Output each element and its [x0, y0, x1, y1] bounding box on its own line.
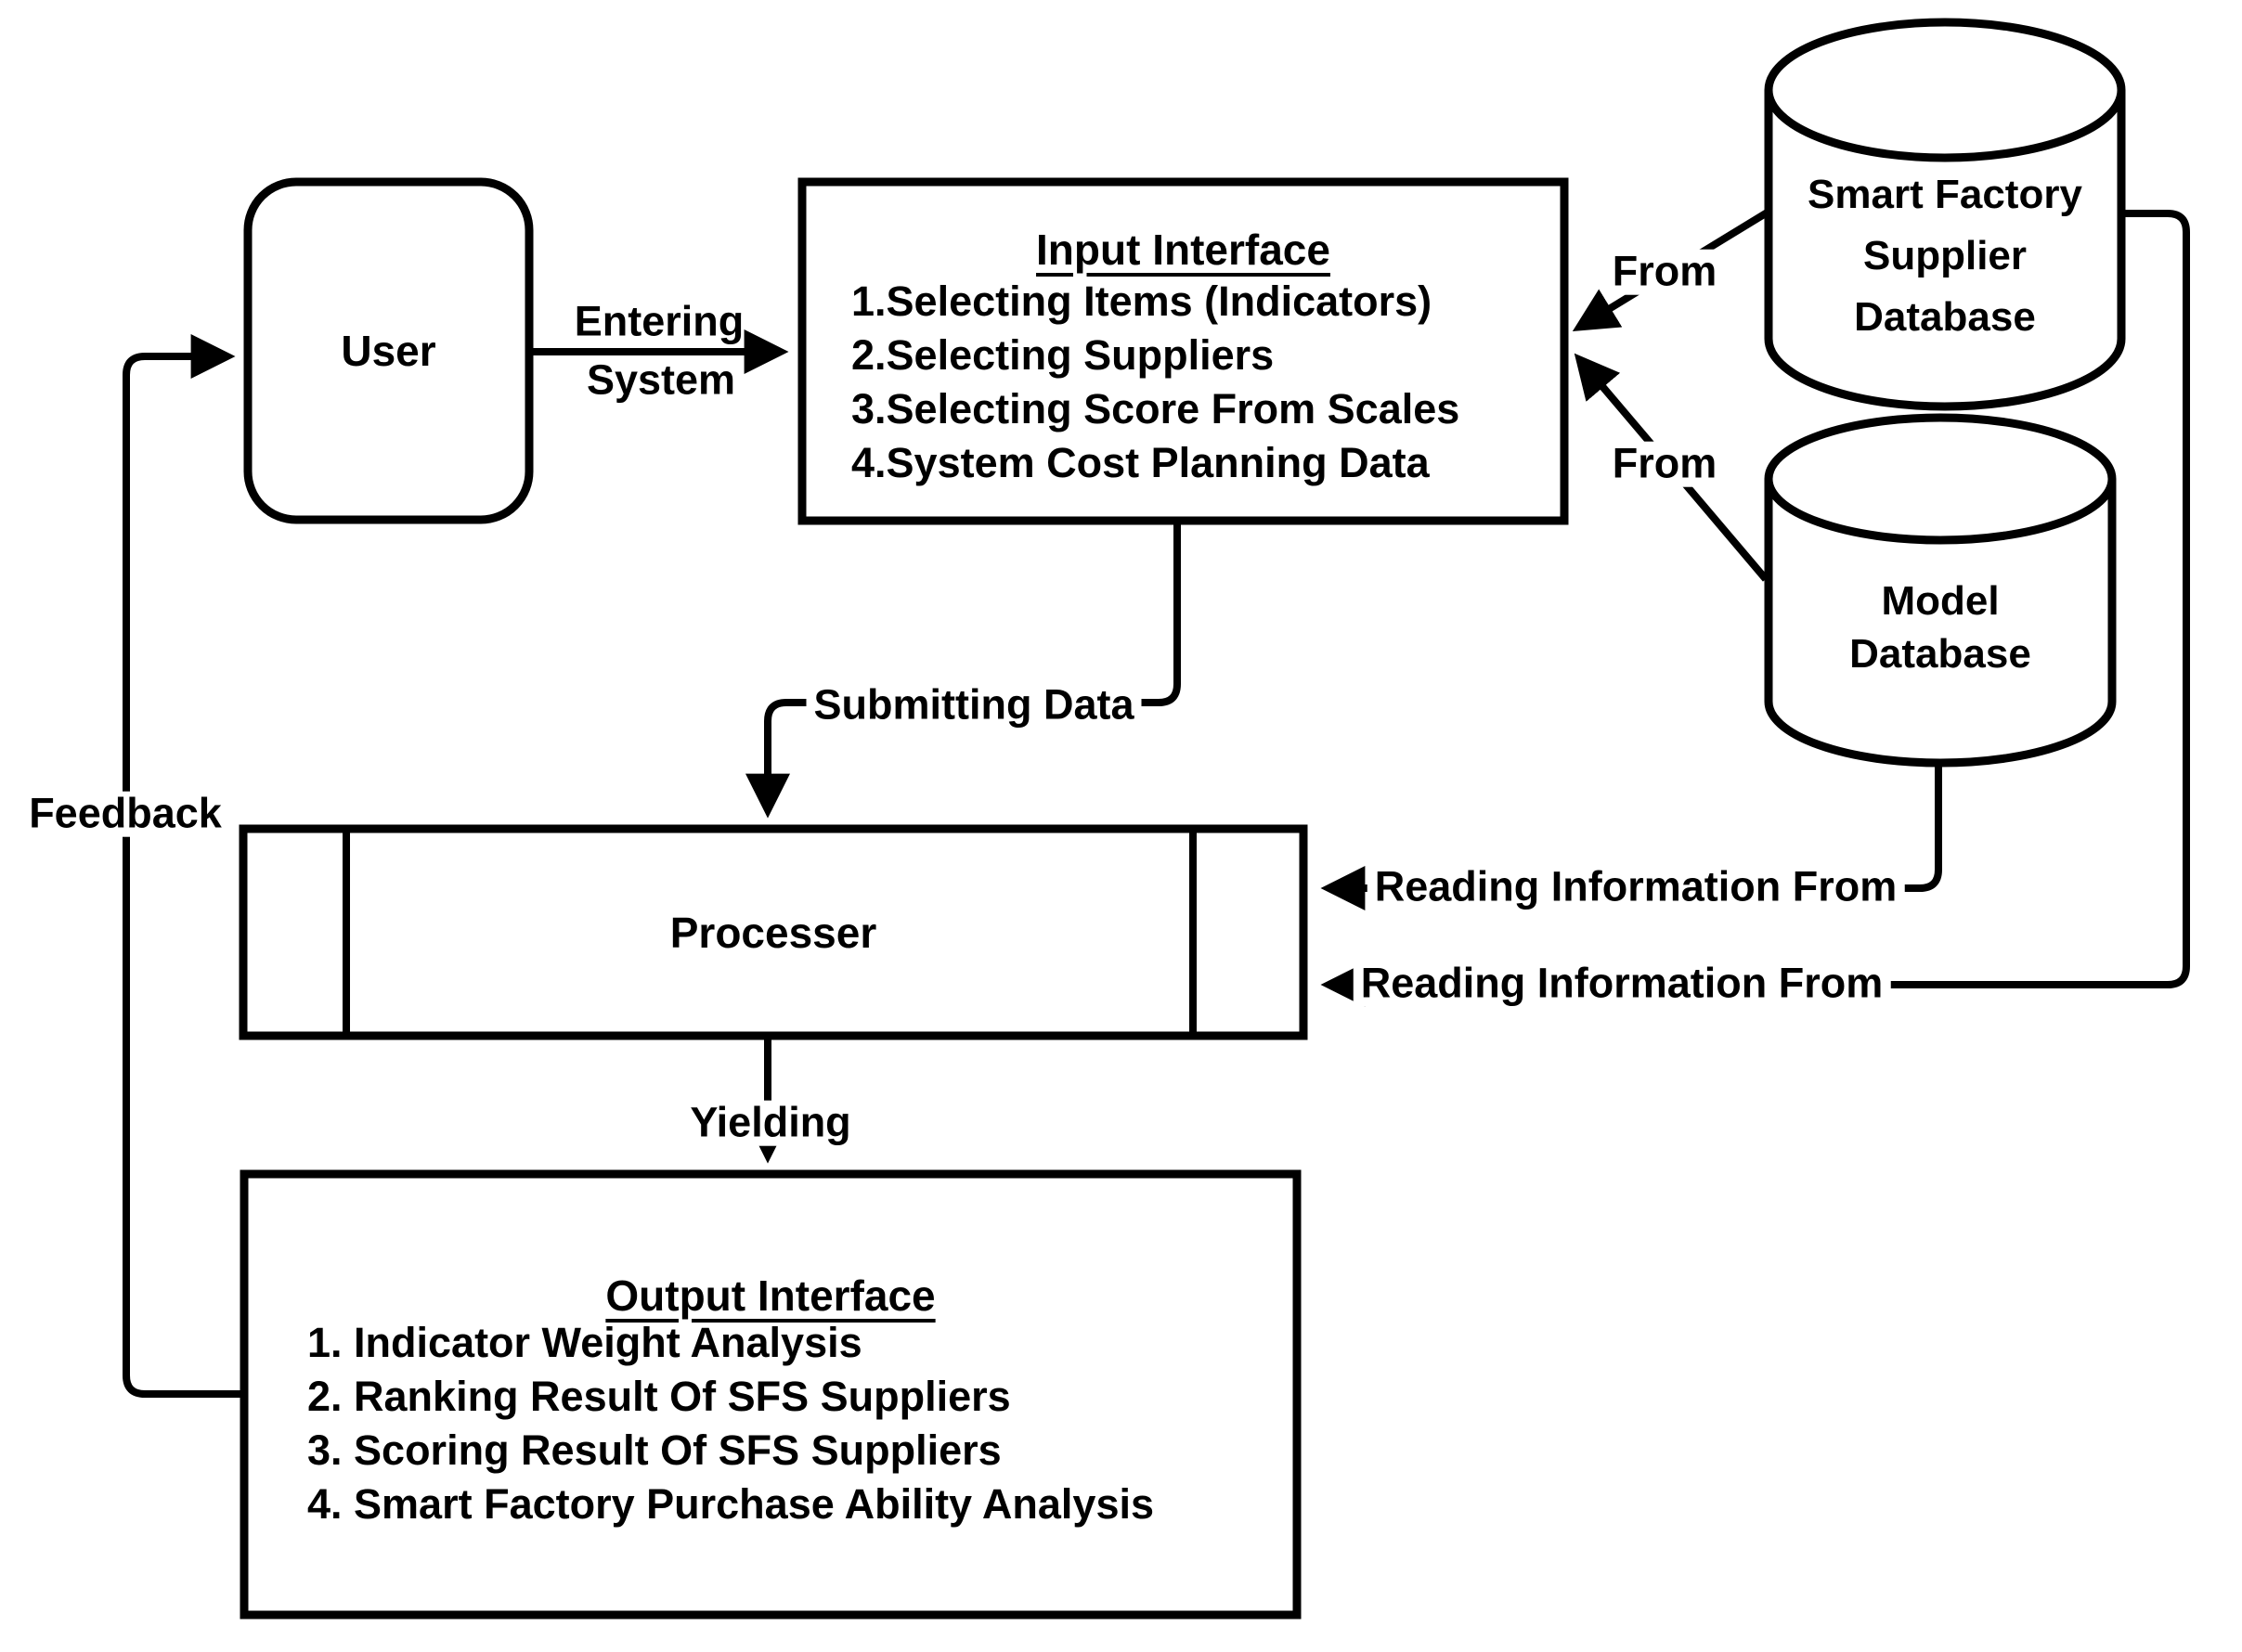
output-interface-item-1: 1. Indicator Weight Analysis — [307, 1319, 862, 1366]
input-interface-title: Input Interface — [1036, 226, 1330, 274]
input-interface-item-2: 2.Selecting Suppliers — [851, 331, 1275, 379]
smart-factory-db-label-line2: Supplier — [1862, 233, 2028, 278]
from-model-db-label: From — [1604, 441, 1725, 487]
model-db-label-line1: Model — [1881, 578, 2000, 624]
submitting-data-connector-line — [745, 524, 1181, 819]
user-node-label: User — [341, 327, 436, 375]
feedback-connector-line — [123, 334, 244, 1398]
processer-node-label: Processer — [669, 908, 877, 957]
output-interface-node-shape — [240, 1169, 1302, 1620]
from-smart-factory-db-label: From — [1604, 249, 1725, 295]
reading-info-model-db-label: Reading Information From — [1367, 864, 1905, 910]
processer-node-shape — [239, 824, 1308, 1040]
entering-system-label-line1: Entering — [574, 297, 745, 345]
input-interface-item-list: 1.Selecting Items (Indicators) 2.Selecti… — [851, 275, 1459, 490]
reading-info-sfs-db-connector-line — [1320, 210, 2190, 1007]
user-node-shape — [243, 177, 534, 524]
feedback-label: Feedback — [21, 791, 229, 837]
yielding-label: Yielding — [682, 1100, 859, 1146]
smart-factory-db-cylinder-top — [1764, 18, 2126, 162]
smart-factory-db-label-line1: Smart Factory — [1808, 172, 2082, 217]
input-interface-node-shape — [797, 177, 1569, 525]
reading-info-model-db-connector-line — [1320, 747, 1942, 910]
input-interface-item-1: 1.Selecting Items (Indicators) — [851, 277, 1432, 325]
smart-factory-db-label-line3: Database — [1854, 294, 2036, 340]
entering-system-label-line2: System — [586, 355, 736, 404]
model-db-cylinder-top — [1764, 413, 2117, 545]
smart-factory-db-label: Smart Factory Supplier Database — [1769, 164, 2121, 348]
output-interface-item-4: 4. Smart Factory Purchase Ability Analys… — [307, 1480, 1155, 1528]
input-interface-item-4: 4.System Cost Planning Data — [851, 439, 1430, 486]
submitting-data-label: Submitting Data — [806, 682, 1142, 729]
model-db-label-line2: Database — [1849, 631, 2031, 677]
output-interface-item-3: 3. Scoring Result Of SFS Suppliers — [307, 1426, 1002, 1474]
input-interface-item-3: 3.Selecting Score From Scales — [851, 385, 1460, 432]
model-db-label: Model Database — [1769, 574, 2112, 680]
output-interface-title: Output Interface — [605, 1271, 936, 1320]
reading-info-sfs-db-label: Reading Information From — [1353, 961, 1891, 1007]
smart-factory-db-cylinder-body — [1764, 90, 2126, 411]
model-db-cylinder-body — [1764, 479, 2117, 768]
output-interface-item-list: 1. Indicator Weight Analysis 2. Ranking … — [307, 1316, 1154, 1531]
output-interface-item-2: 2. Ranking Result Of SFS Suppliers — [307, 1373, 1011, 1420]
